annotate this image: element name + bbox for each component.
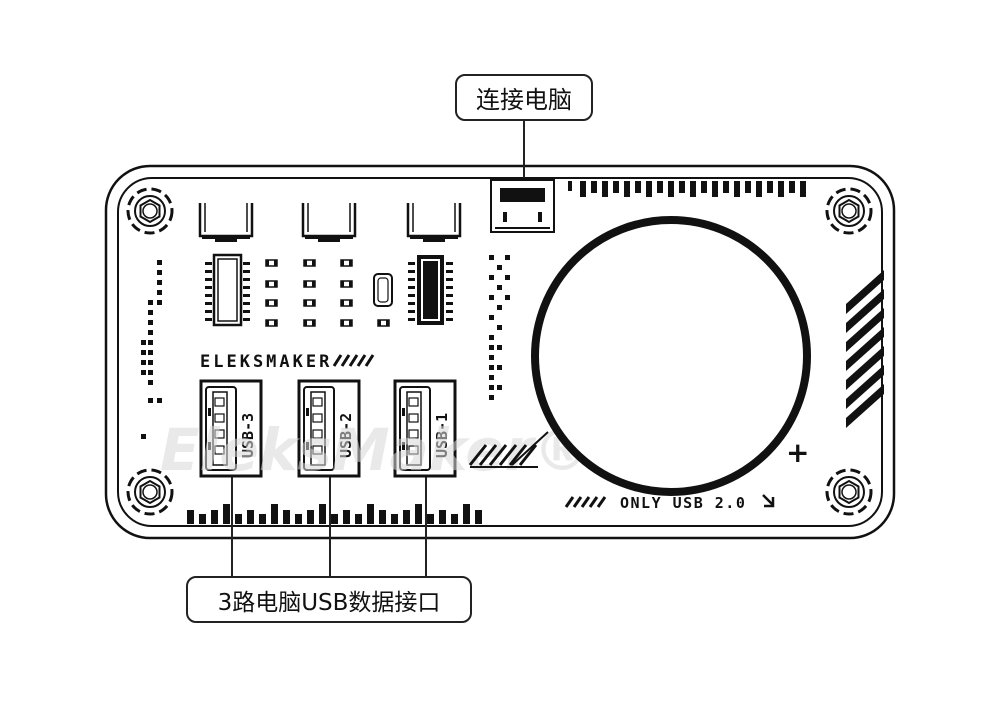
board-outer-outline <box>104 164 896 540</box>
brand-text: ELEKSMAKER <box>200 352 332 372</box>
watermark-text: EleksMaker® <box>160 416 591 484</box>
top-stripe-bars <box>568 181 806 197</box>
screw-hole-icon <box>825 468 873 516</box>
decorative-dot-columns <box>141 255 510 439</box>
usb-port-label: USB-1 <box>433 413 451 458</box>
connect-computer-label: 连接电脑 <box>455 74 593 121</box>
usb-port-label: USB-3 <box>239 413 257 458</box>
ic-chip-right <box>408 255 453 325</box>
crystal-oscillator <box>373 273 393 307</box>
usb-port-1: USB-1 <box>393 379 457 478</box>
diagonal-hatch-circle <box>468 431 549 466</box>
plus-mark: + <box>786 436 809 469</box>
rotary-knob-circle <box>531 216 811 496</box>
bottom-stripe-bars <box>187 504 482 524</box>
usb-port-2: USB-2 <box>297 379 361 478</box>
type-c-port <box>490 179 555 233</box>
hatch-marks-footer <box>564 496 607 508</box>
usb-ports-label: 3路电脑USB数据接口 <box>186 576 472 623</box>
screw-hole-icon <box>126 187 174 235</box>
usb-version-text: ONLY USB 2.0 <box>620 494 746 512</box>
screw-hole-icon <box>825 187 873 235</box>
diagonal-stripes-right <box>846 270 884 428</box>
tactile-button-1 <box>198 203 254 242</box>
ic-chip-left <box>205 253 250 327</box>
tactile-button-2 <box>301 203 357 242</box>
tactile-button-3 <box>406 203 462 242</box>
arrow-down-right-icon <box>762 494 775 508</box>
screw-hole-icon <box>126 468 174 516</box>
usb-port-3: USB-3 <box>199 379 263 478</box>
hatch-marks-brand <box>332 354 375 367</box>
usb-port-label: USB-2 <box>337 413 355 458</box>
smd-components <box>265 259 390 327</box>
